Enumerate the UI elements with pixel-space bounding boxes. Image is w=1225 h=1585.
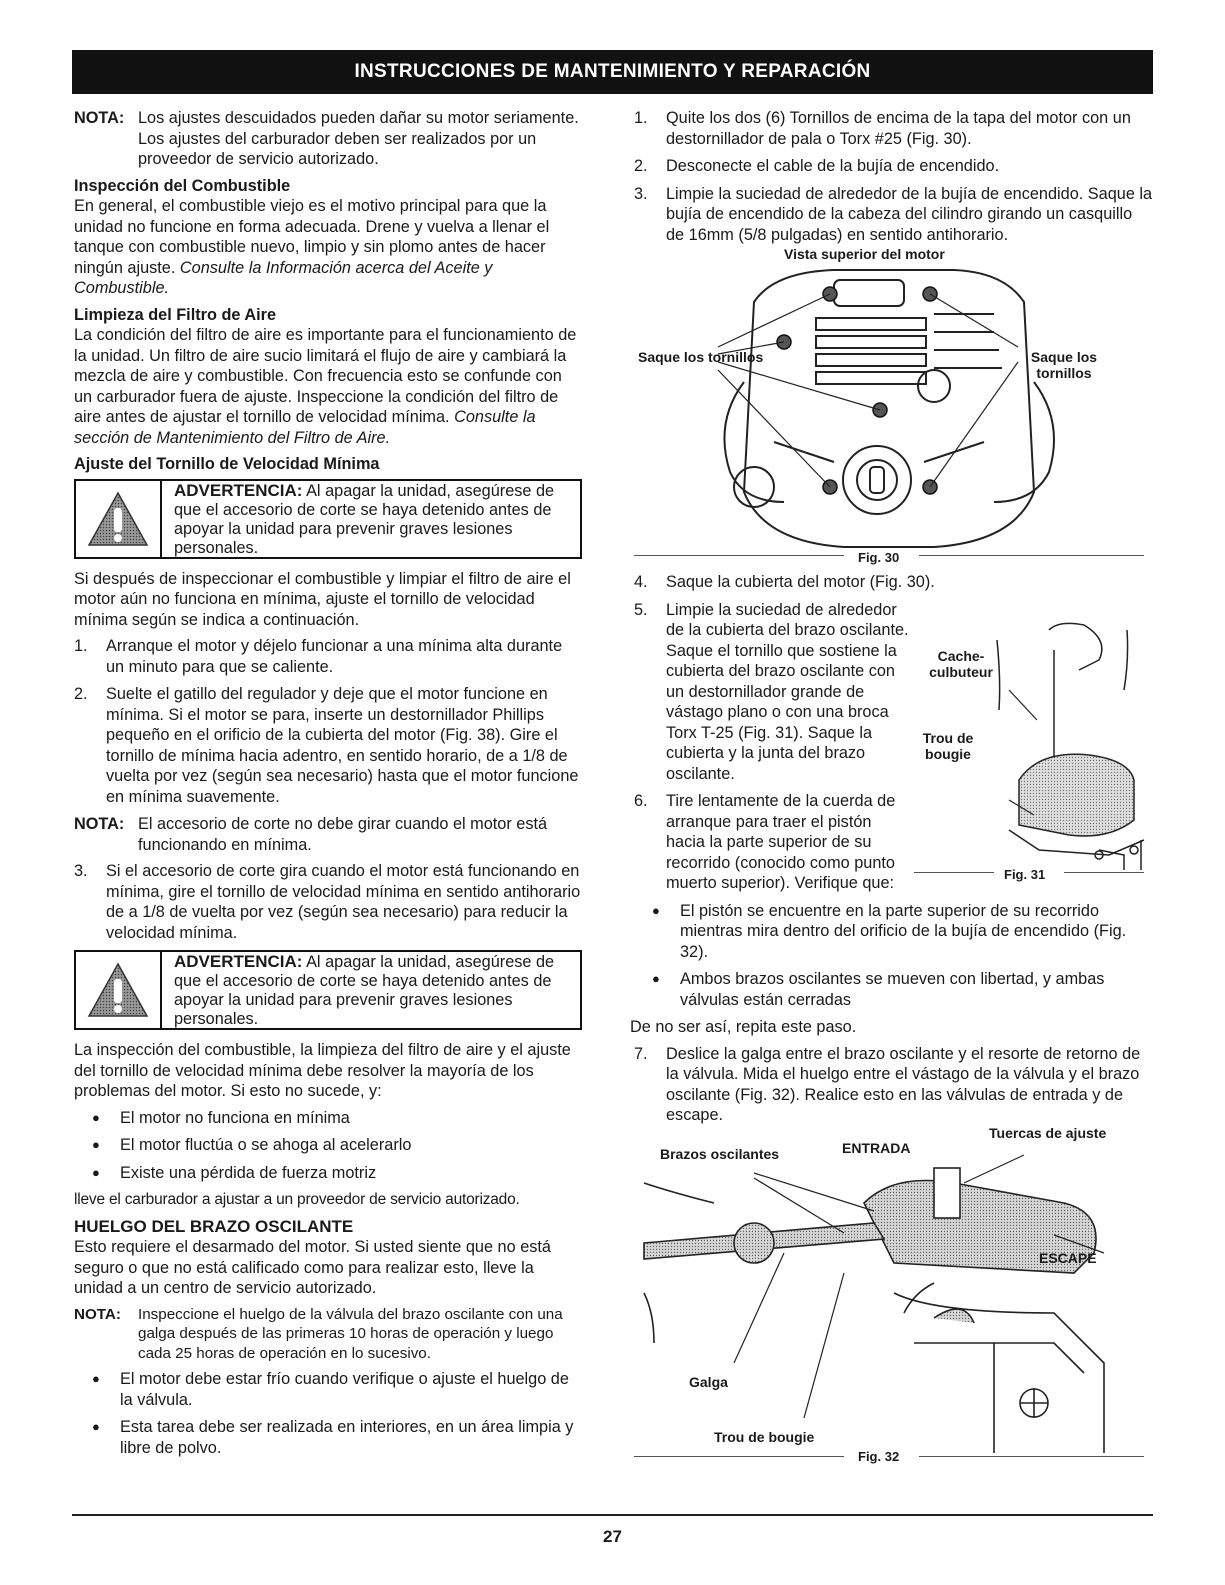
list-item: 2.Desconecte el cable de la bujía de enc… xyxy=(634,157,1000,175)
valve-clearance-illustration xyxy=(643,1153,1105,1453)
paragraph-repeat: De no ser así, repita este paso. xyxy=(630,1018,857,1036)
left-column: NOTA: Los ajustes descuidados pueden dañ… xyxy=(74,108,582,1465)
heading-air-filter: Limpieza del Filtro de Aire xyxy=(74,305,277,324)
footer-rule xyxy=(72,1514,1153,1516)
list-item: ●El motor debe estar frío cuando verifiq… xyxy=(92,1370,569,1409)
paragraph-inspection: La inspección del combustible, la limpie… xyxy=(74,1041,571,1100)
paragraph-carburetor: lleve el carburador a ajustar a un prove… xyxy=(74,1191,520,1208)
list-item: ●Ambos brazos oscilantes se mueven con l… xyxy=(652,970,1105,1009)
page-number: 27 xyxy=(603,1527,622,1546)
figure-32: Brazos oscilantes ENTRADA Tuercas de aju… xyxy=(634,1125,1154,1464)
engine-top-view-illustration xyxy=(717,269,1055,548)
list-item: 7.Deslice la galga entre el brazo oscila… xyxy=(634,1044,1141,1125)
heading-fuel-inspection: Inspección del Combustible xyxy=(74,176,291,195)
list-item: ●El motor no funciona en mínima xyxy=(92,1108,350,1127)
note-cutting: NOTA: El accesorio de corte no debe gira… xyxy=(74,815,548,854)
list-item: ●Esta tarea debe ser realizada en interi… xyxy=(92,1418,574,1457)
paragraph-rocker: Esto requiere el desarmado del motor. Si… xyxy=(74,1238,551,1297)
figure-31: Cache- culbuteur Trou de bougie Fig. 31 xyxy=(909,600,1154,900)
list-item: 3.Si el accesorio de corte gira cuando e… xyxy=(74,862,581,942)
note-adjustments: NOTA: Los ajustes descuidados pueden dañ… xyxy=(74,109,579,168)
figure-30: Vista superior del motor xyxy=(634,246,1154,565)
rocker-cover-illustration xyxy=(996,622,1145,870)
warning-icon xyxy=(76,480,162,557)
list-item: ●Existe una pérdida de fuerza motriz xyxy=(92,1163,377,1182)
right-column: 1.Quite los dos (6) Tornillos de encima … xyxy=(630,108,1154,1473)
list-item: 4.Saque la cubierta del motor (Fig. 30). xyxy=(634,573,935,591)
paragraph-idle: Si después de inspeccionar el combustibl… xyxy=(74,569,571,629)
paragraph-air-filter: La condición del filtro de aire es impor… xyxy=(74,326,577,447)
paragraph-fuel: En general, el combustible viejo es el m… xyxy=(74,197,550,297)
heading-rocker-arm: HUELGO DEL BRAZO OSCILANTE xyxy=(74,1216,354,1236)
list-item: ●El motor fluctúa o se ahoga al acelerar… xyxy=(92,1136,412,1154)
list-item: 3.Limpie la suciedad de alrededor de la … xyxy=(634,184,1153,244)
warning-box: ADVERTENCIA: Al apagar la unidad, asegúr… xyxy=(74,950,582,1030)
list-item: 1.Arranque el motor y déjelo funcionar a… xyxy=(74,637,563,676)
list-item: ●El pistón se encuentre en la parte supe… xyxy=(652,901,1127,961)
warning-box: ADVERTENCIA: Al apagar la unidad, asegúr… xyxy=(74,478,582,559)
list-item: 6.Tire lentamente de la cuerda de arranq… xyxy=(634,792,896,892)
page-header: INSTRUCCIONES DE MANTENIMIENTO Y REPARAC… xyxy=(72,50,1153,94)
heading-idle-screw: Ajuste del Tornillo de Velocidad Mínima xyxy=(74,455,380,473)
note-valve: NOTA: Inspeccione el huelgo de la válvul… xyxy=(74,1305,563,1362)
list-item: 5.Limpie la suciedad de alrededor de la … xyxy=(634,600,909,783)
list-item: 1.Quite los dos (6) Tornillos de encima … xyxy=(634,109,1131,148)
list-item: 2.Suelte el gatillo del regulador y deje… xyxy=(74,685,579,806)
warning-icon xyxy=(76,952,162,1028)
